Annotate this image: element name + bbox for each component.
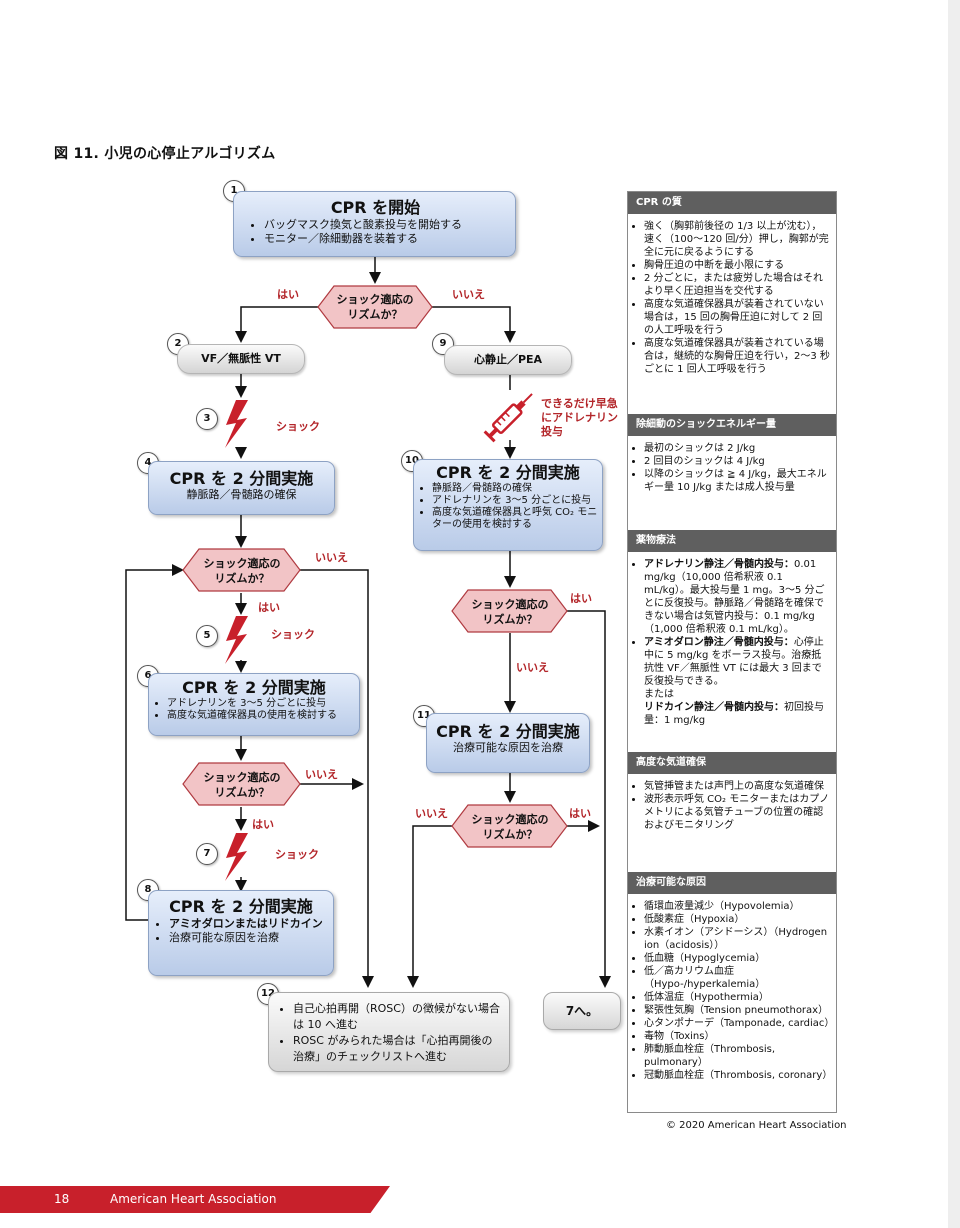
step-title: CPR を 2 分間実施 <box>436 722 580 741</box>
goto-step-7: 7へ。 <box>543 992 621 1030</box>
list-item: 高度な気道確保器具が装着されている場合は，継続的な胸骨圧迫を行い，2～3 秒ごと… <box>644 337 830 376</box>
causes-header: 治療可能な原因 <box>628 872 836 894</box>
step-number: 7 <box>196 843 218 865</box>
list-item: アドレナリン静注／骨髄内投与：0.01 mg/kg（10,000 倍希釈液 0.… <box>644 558 830 636</box>
step-number: 5 <box>196 625 218 647</box>
list-item: 以降のショックは ≧ 4 J/kg，最大エネルギー量 10 J/kg または成人… <box>644 468 830 494</box>
energy-list: 最初のショックは 2 J/kg 2 回目のショックは 4 J/kg 以降のショッ… <box>628 442 836 524</box>
side-panel: CPR の質 強く（胸郭前後径の 1/3 以上が沈む），速く（100～120 回… <box>627 191 837 1113</box>
cpr-quality-list: 強く（胸郭前後径の 1/3 以上が沈む），速く（100～120 回/分）押し，胸… <box>628 220 836 408</box>
decision-shockable-text: ショック適応の リズムか？ <box>471 813 549 841</box>
list-item: 低体温症（Hypothermia） <box>644 991 830 1004</box>
step-number: 3 <box>196 408 218 430</box>
list-item: 胸骨圧迫の中断を最小限にする <box>644 259 830 272</box>
footer-bar <box>0 1186 390 1213</box>
vf-pvt-pill: VF／無脈性 VT <box>177 344 305 374</box>
footer-org: American Heart Association <box>110 1192 277 1206</box>
list-item: 強く（胸郭前後径の 1/3 以上が沈む），速く（100～120 回/分）押し，胸… <box>644 220 830 259</box>
page-number: 18 <box>54 1192 70 1206</box>
no-label: いいえ <box>415 807 448 820</box>
figure-title: 図 11. 小児の心停止アルゴリズム <box>54 146 276 162</box>
airway-list: 気管挿管または声門上の高度な気道確保 波形表示呼気 CO₂ モニターまたはカプノ… <box>628 780 836 866</box>
step-item: バッグマスク換気と酸素投与を開始する <box>264 218 505 232</box>
step-box-cpr-4: CPR を 2 分間実施 静脈路／骨髄路の確保 <box>148 461 335 515</box>
energy-header: 除細動のショックエネルギー量 <box>628 414 836 436</box>
step-item: アドレナリンを 3～5 分ごとに投与 <box>167 698 355 710</box>
drugs-list: アドレナリン静注／骨髄内投与：0.01 mg/kg（10,000 倍希釈液 0.… <box>628 558 836 746</box>
list-item: 低／高カリウム血症（Hypo-/hyperkalemia） <box>644 965 830 991</box>
list-item: 2 回目のショックは 4 J/kg <box>644 455 830 468</box>
decision-shockable-text: ショック適応の リズムか？ <box>471 598 549 626</box>
list-item: 最初のショックは 2 J/kg <box>644 442 830 455</box>
yes-label: はい <box>258 601 280 614</box>
decision-shockable-text: ショック適応の リズムか？ <box>336 293 414 321</box>
adrenaline-asap-note: できるだけ早急にアドレナリン投与 <box>541 397 618 438</box>
cpr-quality-header: CPR の質 <box>628 192 836 214</box>
list-item: 水素イオン（アシドーシス）（Hydrogen ion（acidosis）） <box>644 926 830 952</box>
no-label: いいえ <box>305 768 338 781</box>
shock-label: ショック <box>276 420 320 433</box>
no-label: いいえ <box>315 551 348 564</box>
step-box-cpr-6: CPR を 2 分間実施 アドレナリンを 3～5 分ごとに投与 高度な気道確保器… <box>148 673 360 736</box>
shock-label: ショック <box>271 628 315 641</box>
step-title: CPR を 2 分間実施 <box>436 463 580 482</box>
step-item: 治療可能な原因を治療 <box>169 931 327 945</box>
syringe-icon <box>483 393 533 443</box>
step-item: アミオダロンまたはリドカイン <box>169 917 327 931</box>
step-item: ROSC がみられた場合は「心拍再開後の治療」のチェックリストへ進む <box>293 1033 503 1065</box>
airway-header: 高度な気道確保 <box>628 752 836 774</box>
step-item: アドレナリンを 3～5 分ごとに投与 <box>432 495 598 507</box>
lightning-icon <box>225 400 248 448</box>
yes-label: はい <box>252 818 274 831</box>
step-box-cpr-10: CPR を 2 分間実施 静脈路／骨髄路の確保 アドレナリンを 3～5 分ごとに… <box>413 459 603 551</box>
decision-shockable-text: ショック適応の リズムか？ <box>203 557 281 585</box>
step-item: 自己心拍再開（ROSC）の徴候がない場合は 10 へ進む <box>293 1001 503 1033</box>
list-item: アミオダロン静注／骨髄内投与：心停止中に 5 mg/kg をボーラス投与。治療抵… <box>644 636 830 727</box>
shock-label: ショック <box>275 848 319 861</box>
step-box-rosc: 自己心拍再開（ROSC）の徴候がない場合は 10 へ進む ROSC がみられた場… <box>268 992 510 1072</box>
step-item: 高度な気道確保器具と呼気 CO₂ モニターの使用を検討する <box>432 507 598 531</box>
step-sub: 治療可能な原因を治療 <box>453 741 563 754</box>
causes-list: 循環血液量減少（Hypovolemia） 低酸素症（Hypoxia） 水素イオン… <box>628 900 836 1082</box>
yes-label: はい <box>569 807 591 820</box>
step-item: 静脈路／骨髄路の確保 <box>432 483 598 495</box>
list-item: 低酸素症（Hypoxia） <box>644 913 830 926</box>
drugs-header: 薬物療法 <box>628 530 836 552</box>
list-item: 肺動脈血栓症（Thrombosis, pulmonary） <box>644 1043 830 1069</box>
list-item: 高度な気道確保器具が装着されていない場合は，15 回の胸骨圧迫に対して 2 回の… <box>644 298 830 337</box>
lightning-icon <box>225 616 248 664</box>
list-item: 波形表示呼気 CO₂ モニターまたはカプノメトリによる気管チューブの位置の確認お… <box>644 793 830 832</box>
step-title: CPR を 2 分間実施 <box>182 678 326 697</box>
step-title: CPR を 2 分間実施 <box>169 469 314 488</box>
list-item: 低血糖（Hypoglycemia） <box>644 952 830 965</box>
step-box-cpr-8: CPR を 2 分間実施 アミオダロンまたはリドカイン 治療可能な原因を治療 <box>148 890 334 976</box>
decision-shockable-text: ショック適応の リズムか？ <box>203 771 281 799</box>
copyright: © 2020 American Heart Association <box>666 1120 847 1131</box>
step-item: モニター／除細動器を装着する <box>264 232 505 246</box>
lightning-icon <box>225 833 248 881</box>
step-box-start-cpr: CPR を開始 バッグマスク換気と酸素投与を開始する モニター／除細動器を装着す… <box>233 191 516 257</box>
list-item: 緊張性気胸（Tension pneumothorax） <box>644 1004 830 1017</box>
no-label: いいえ <box>516 661 549 674</box>
list-item: 冠動脈血栓症（Thrombosis, coronary） <box>644 1069 832 1082</box>
list-item: 心タンポナーデ（Tamponade, cardiac） <box>644 1017 834 1030</box>
step-item: 高度な気道確保器具の使用を検討する <box>167 710 355 722</box>
list-item: 循環血液量減少（Hypovolemia） <box>644 900 830 913</box>
page-edge <box>948 0 960 1228</box>
yes-label: はい <box>570 592 592 605</box>
list-item: 毒物（Toxins） <box>644 1030 830 1043</box>
asystole-pea-pill: 心静止／PEA <box>444 345 572 375</box>
step-title: CPR を 2 分間実施 <box>169 897 313 916</box>
no-label: いいえ <box>452 288 485 301</box>
step-box-cpr-11: CPR を 2 分間実施 治療可能な原因を治療 <box>426 713 590 773</box>
step-sub: 静脈路／骨髄路の確保 <box>186 488 297 501</box>
step-title: CPR を開始 <box>330 198 421 217</box>
list-item: 気管挿管または声門上の高度な気道確保 <box>644 780 830 793</box>
yes-label: はい <box>277 288 299 301</box>
list-item: 2 分ごとに，または疲労した場合はそれより早く圧迫担当を交代する <box>644 272 830 298</box>
